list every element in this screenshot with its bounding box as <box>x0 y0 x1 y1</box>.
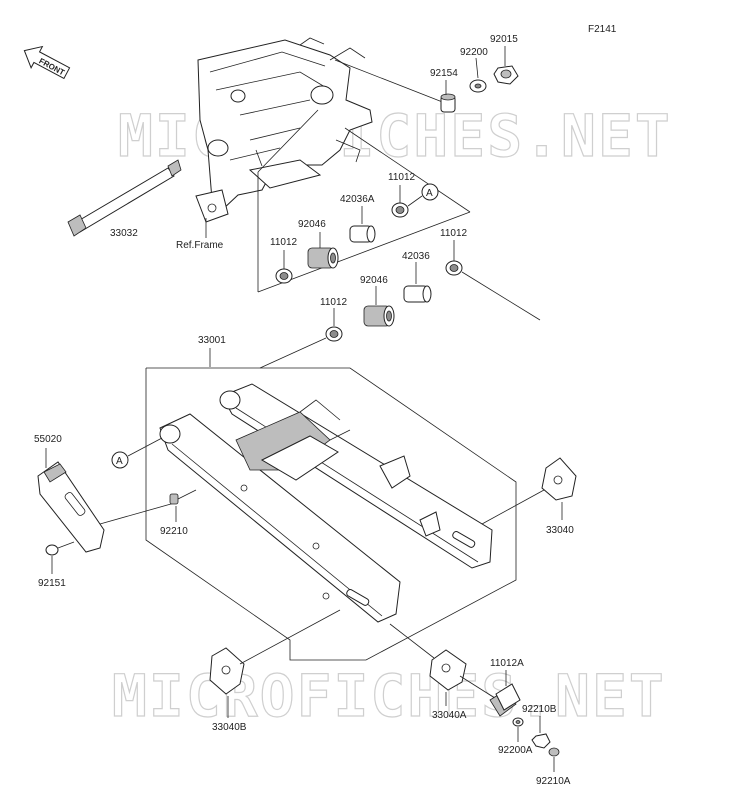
pivot-shaft <box>67 159 182 237</box>
sleeve-42036A <box>349 225 376 243</box>
part-label-92210A: 92210A <box>536 776 571 787</box>
screw-92151 <box>45 541 75 556</box>
part-label-33040B: 33040B <box>212 722 247 733</box>
part-label-11012-c: 11012 <box>440 228 468 239</box>
washer-92200A <box>512 717 524 727</box>
nut-92210B <box>531 733 551 749</box>
part-label-42036: 42036 <box>402 251 430 262</box>
figure-code: F2141 <box>588 24 617 35</box>
part-label-11012A: 11012A <box>490 658 524 669</box>
adjuster-33040 <box>541 457 577 501</box>
part-label-55020: 55020 <box>34 434 62 445</box>
washer-92200 <box>469 79 487 93</box>
part-label-92210B: 92210B <box>522 704 557 715</box>
bearing-92046-a <box>307 247 339 269</box>
callout-a-top: A <box>421 183 439 201</box>
frame-assembly <box>195 37 373 223</box>
collar-92154 <box>440 93 456 113</box>
part-label-92151: 92151 <box>38 578 66 589</box>
sleeve-42036 <box>403 285 432 303</box>
seal-11012-d <box>325 326 343 342</box>
plate-11012A <box>489 683 521 717</box>
part-label-92046-b: 92046 <box>360 275 388 286</box>
swingarm <box>159 383 493 623</box>
part-label-11012-a: 11012 <box>388 172 416 183</box>
part-label-92015: 92015 <box>490 34 518 45</box>
bolt-92210A <box>548 747 560 757</box>
part-label-92046-a: 92046 <box>298 219 326 230</box>
nut-92015 <box>493 65 519 85</box>
bolt-92210 <box>169 489 197 505</box>
part-label-33032: 33032 <box>110 228 138 239</box>
adjuster-33040B <box>209 647 245 695</box>
seal-11012-a <box>391 202 409 218</box>
seal-11012-c <box>445 260 463 276</box>
svg-text:A: A <box>426 188 433 199</box>
part-label-92200A: 92200A <box>498 745 533 756</box>
part-label-92200: 92200 <box>460 47 488 58</box>
part-label-11012-d: 11012 <box>320 297 348 308</box>
chain-guide-55020 <box>37 461 105 553</box>
part-label-33040: 33040 <box>546 525 574 536</box>
part-label-33040A: 33040A <box>432 710 467 721</box>
part-label-33001: 33001 <box>198 335 226 346</box>
part-label-92210: 92210 <box>160 526 188 537</box>
bearing-92046-b <box>363 305 395 327</box>
callout-a-swingarm: A <box>111 451 129 469</box>
part-label-92154: 92154 <box>430 68 458 79</box>
front-arrow-icon: FRONT <box>23 45 71 80</box>
watermark-bottom: MICROFICHES.NET <box>112 662 666 730</box>
ref-frame-label: Ref.Frame <box>176 240 224 251</box>
part-label-42036A: 42036A <box>340 194 375 205</box>
part-label-11012-b: 11012 <box>270 237 298 248</box>
adjuster-33040A <box>429 649 499 701</box>
seal-11012-b <box>275 268 293 284</box>
svg-text:A: A <box>116 456 123 467</box>
